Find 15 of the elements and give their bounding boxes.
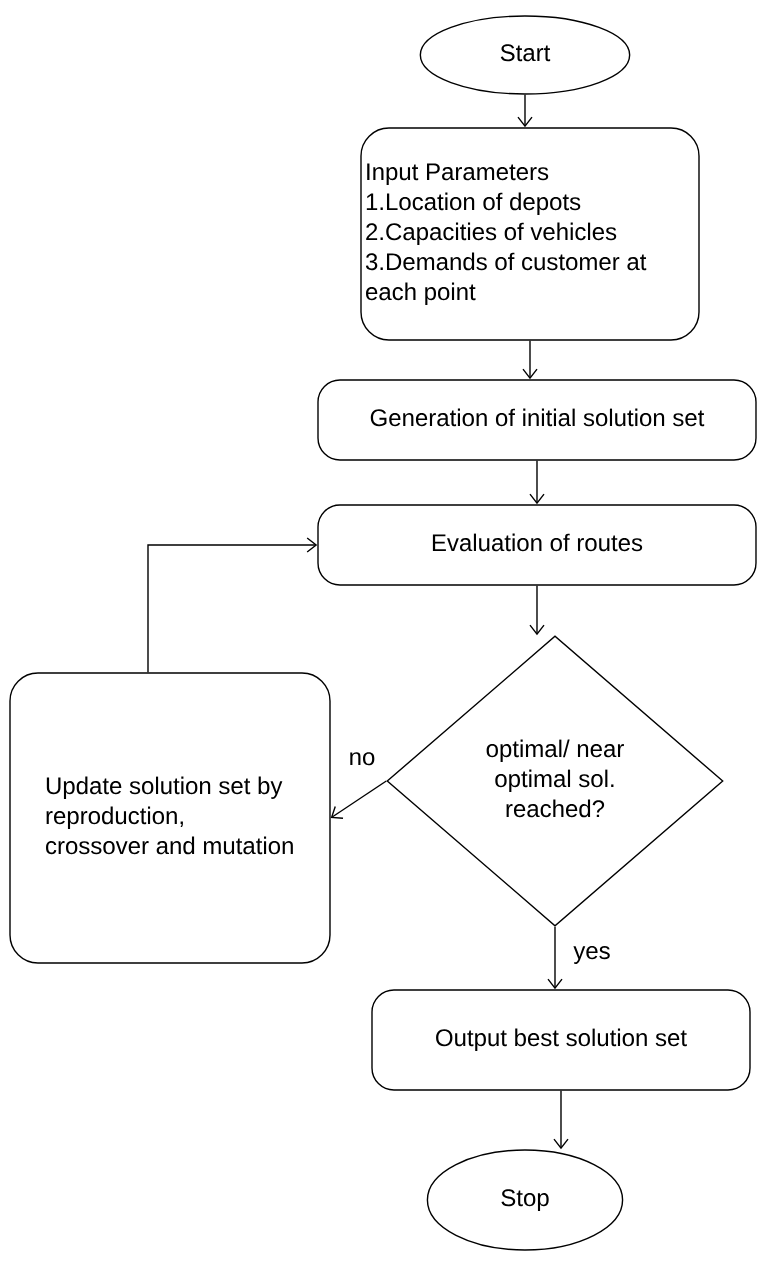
- process-box: Generation of initial solution set: [317, 379, 757, 461]
- process-box: Update solution set by reproduction, crossover and mutation: [9, 672, 331, 964]
- edge-label: no: [347, 751, 377, 767]
- process-box: Evaluation of routes: [317, 504, 757, 586]
- process-box: Input Parameters 1.Location of depots 2.Capacities of vehicles 3.Demands of customer at each point: [360, 127, 700, 341]
- arrow: [529, 585, 545, 636]
- arrow: [553, 1090, 569, 1150]
- arrow: [522, 340, 538, 380]
- arrow: [330, 780, 387, 819]
- arrow: [529, 460, 545, 505]
- arrow: [547, 926, 563, 990]
- arrow: [147, 537, 318, 673]
- process-box: Output best solution set: [371, 989, 751, 1091]
- arrow: [517, 94, 533, 128]
- edge-label: yes: [572, 945, 612, 965]
